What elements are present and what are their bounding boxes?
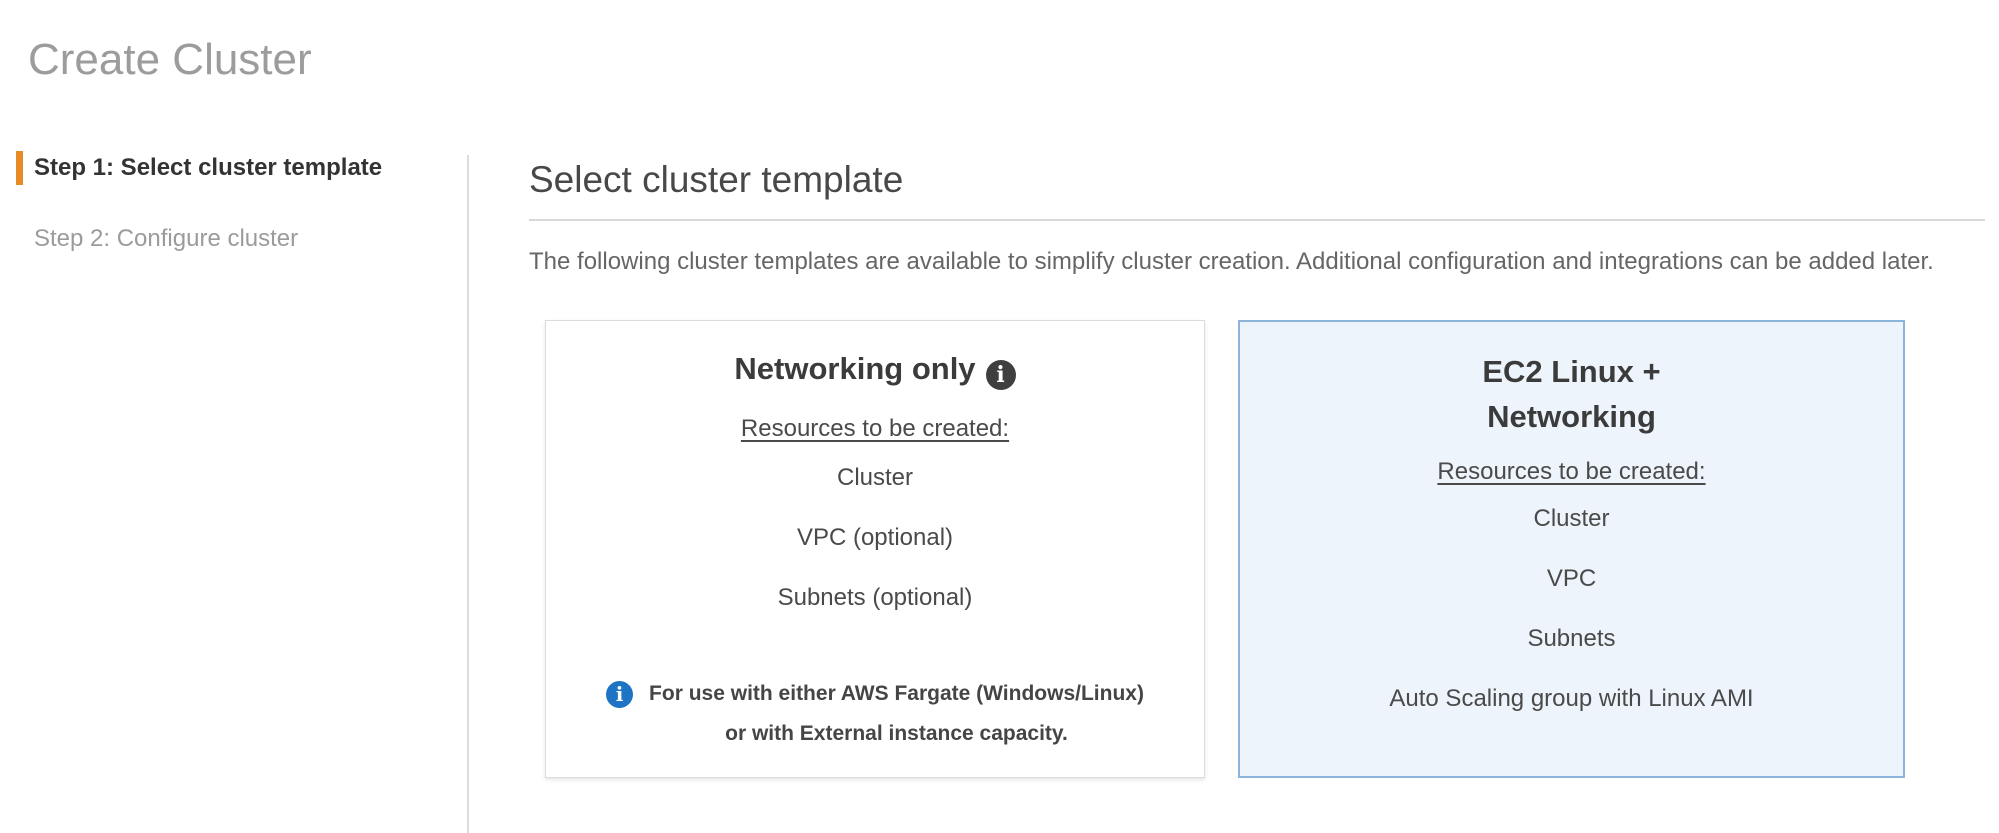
- sidebar-step-1-select-cluster-template: Step 1: Select cluster template: [16, 151, 446, 185]
- vertical-divider: [467, 155, 469, 833]
- sidebar-step-2-configure-cluster: Step 2: Configure cluster: [16, 222, 446, 256]
- resource-item: Subnets: [1527, 625, 1616, 652]
- fargate-note-text: For use with either AWS Fargate (Windows…: [649, 674, 1144, 754]
- card-title-line-2: Networking: [1487, 399, 1656, 434]
- resource-list: Cluster VPC (optional) Subnets (optional…: [582, 464, 1168, 612]
- card-title: EC2 Linux + Networking: [1276, 349, 1867, 439]
- card-title-text: Networking only: [734, 351, 976, 386]
- template-card-networking-only[interactable]: Networking only i Resources to be created…: [545, 320, 1205, 778]
- card-title: Networking only i: [582, 351, 1168, 390]
- resource-item: Auto Scaling group with Linux AMI: [1389, 685, 1754, 712]
- resource-item: Cluster: [836, 464, 914, 491]
- resources-heading: Resources to be created:: [1437, 458, 1706, 485]
- card-title-line-1: EC2 Linux +: [1482, 354, 1661, 389]
- step-2-label: Step 2: Configure cluster: [34, 225, 299, 252]
- resource-item: VPC (optional): [796, 524, 954, 551]
- info-note-icon: i: [606, 681, 634, 708]
- section-description: The following cluster templates are avai…: [529, 248, 1934, 275]
- fargate-note-line-1: For use with either AWS Fargate (Windows…: [649, 682, 1144, 705]
- template-cards-row: Networking only i Resources to be created…: [545, 320, 1985, 778]
- resource-item: VPC: [1546, 565, 1597, 592]
- info-tooltip-icon[interactable]: i: [985, 360, 1016, 390]
- main-content: Select cluster template The following cl…: [529, 150, 1985, 778]
- page-title: Create Cluster: [28, 35, 312, 84]
- resource-item: Subnets (optional): [777, 584, 973, 611]
- section-divider: [529, 219, 1985, 221]
- resource-list: Cluster VPC Subnets Auto Scaling group w…: [1276, 505, 1867, 713]
- section-heading: Select cluster template: [529, 159, 904, 200]
- template-card-ec2-linux-networking[interactable]: EC2 Linux + Networking Resources to be c…: [1238, 320, 1905, 778]
- wizard-steps-sidebar: Step 1: Select cluster template Step 2: …: [16, 151, 446, 256]
- resources-heading: Resources to be created:: [740, 415, 1010, 442]
- fargate-note-line-2: or with External instance capacity.: [725, 722, 1068, 745]
- fargate-note: i For use with either AWS Fargate (Windo…: [582, 674, 1168, 754]
- step-1-label: Step 1: Select cluster template: [34, 154, 383, 181]
- resource-item: Cluster: [1533, 505, 1610, 532]
